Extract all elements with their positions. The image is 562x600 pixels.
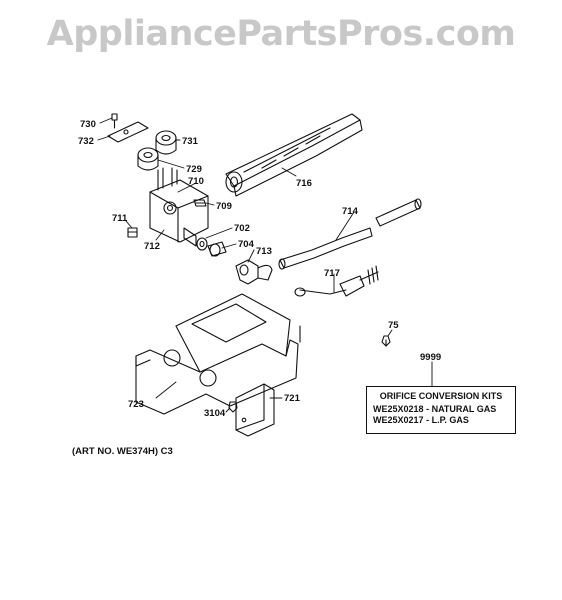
burner-716 [225,113,363,197]
fitting-704 [207,241,227,257]
kit-separator: - [426,415,430,425]
label-3104: 3104 [204,408,226,419]
label-730: 730 [80,119,96,130]
kit-row-lp-gas: WE25X0217 - L.P. GAS [373,415,509,426]
label-75: 75 [388,320,399,331]
kit-part-number: WE25X0218 [373,404,424,414]
label-731: 731 [182,136,199,147]
coil-729 [137,147,159,171]
coil-731 [155,130,177,155]
watermark: AppliancePartsPros.com [46,14,516,54]
fitting-702 [196,237,208,251]
label-704: 704 [238,239,255,250]
fitting-711 [127,227,138,238]
label-702: 702 [234,223,250,234]
label-729: 729 [186,164,202,175]
label-709: 709 [216,201,232,212]
label-710: 710 [188,176,204,187]
label-716: 716 [296,178,312,189]
gas-valve-body [149,167,209,247]
kit-separator: - [426,404,430,414]
bracket-723 [135,293,301,415]
screw-3104 [228,401,238,413]
kit-row-natural-gas: WE25X0218 - NATURAL GAS [373,404,509,415]
label-711: 711 [112,213,128,224]
kit-part-number: WE25X0217 [373,415,424,425]
leader-lines [97,117,433,413]
kit-box-title: ORIFICE CONVERSION KITS [379,391,503,401]
label-9999: 9999 [420,352,441,363]
kit-description: L.P. GAS [431,415,469,425]
kit-description: NATURAL GAS [431,404,497,414]
shield-721 [235,383,275,437]
label-717: 717 [324,268,340,279]
label-732: 732 [78,136,94,147]
igniter-717 [294,265,379,297]
pipe-714 [278,198,422,270]
screw-75 [381,335,391,347]
label-713: 713 [256,246,272,257]
orifice-conversion-kits-box: ORIFICE CONVERSION KITS WE25X0218 - NATU… [366,386,516,434]
plug-709 [193,199,207,207]
label-714: 714 [342,206,359,217]
screw-730 [111,113,118,129]
elbow-713 [235,259,273,285]
label-712: 712 [144,241,160,252]
label-721: 721 [284,393,301,404]
bracket-732 [107,121,149,143]
label-723: 723 [128,399,144,410]
art-number: (ART NO. WE374H) C3 [72,446,173,457]
